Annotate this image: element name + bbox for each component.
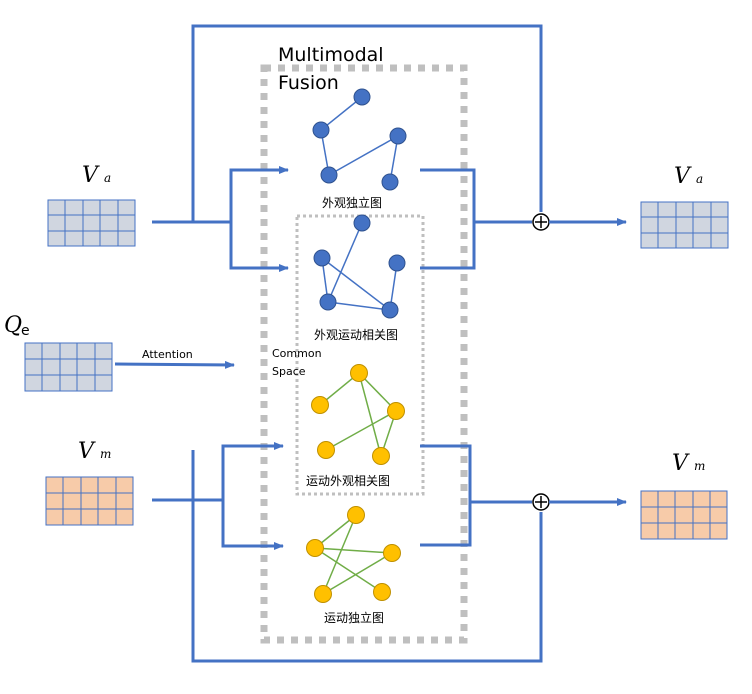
appearance-sum-icon: [532, 213, 550, 231]
qe-input-sub: e: [21, 323, 30, 339]
outer-loop-bottom: [191, 450, 543, 663]
motion-independent-graph: [306, 506, 401, 603]
vm-output-matrix: [640, 490, 728, 540]
qe-input-matrix: [24, 342, 113, 392]
appearance-independent-label: 外观独立图: [322, 195, 382, 210]
va-output-symbol: V: [674, 164, 692, 189]
vm-input-symbol: V: [78, 439, 96, 464]
qe-input-symbol: Q: [4, 313, 22, 338]
outer-loop-top: [191, 24, 543, 222]
motion-appearance-graph: [311, 364, 405, 465]
fusion-title-line2: Fusion: [278, 72, 339, 94]
vm-branch-lower: [221, 500, 284, 550]
va-input-matrix: [47, 199, 136, 247]
va-branch-upper: [229, 166, 289, 222]
motion-appearance-label: 运动外观相关图: [306, 474, 390, 488]
common-space-line2: Space: [272, 365, 306, 378]
appearance-independent-graph: [312, 88, 407, 191]
vm-branch-upper: [221, 442, 284, 500]
va-output-sub: a: [696, 172, 703, 186]
vm-output-symbol: V: [672, 451, 690, 476]
va-input-sub: a: [104, 171, 111, 185]
motion-sum-icon: [532, 493, 550, 511]
vm-output-sub: m: [694, 459, 705, 473]
motion-independent-label: 运动独立图: [324, 610, 384, 625]
va-input-symbol: V: [82, 163, 100, 188]
attention-label: Attention: [142, 348, 193, 361]
appearance-motion-label: 外观运动相关图: [314, 328, 398, 342]
fusion-title-line1: Multimodal: [278, 44, 384, 66]
appearance-motion-graph: [313, 214, 406, 319]
vm-input-sub: m: [100, 447, 111, 461]
fusion-box: [260, 64, 468, 644]
motion-merge-line: [420, 444, 472, 547]
attention-arrow: [114, 360, 235, 369]
vm-input-matrix: [45, 476, 134, 526]
va-branch-lower: [229, 222, 289, 272]
va-output-matrix: [640, 201, 729, 249]
appearance-merge-line: [420, 168, 476, 270]
common-space-line1: Common: [272, 347, 322, 360]
